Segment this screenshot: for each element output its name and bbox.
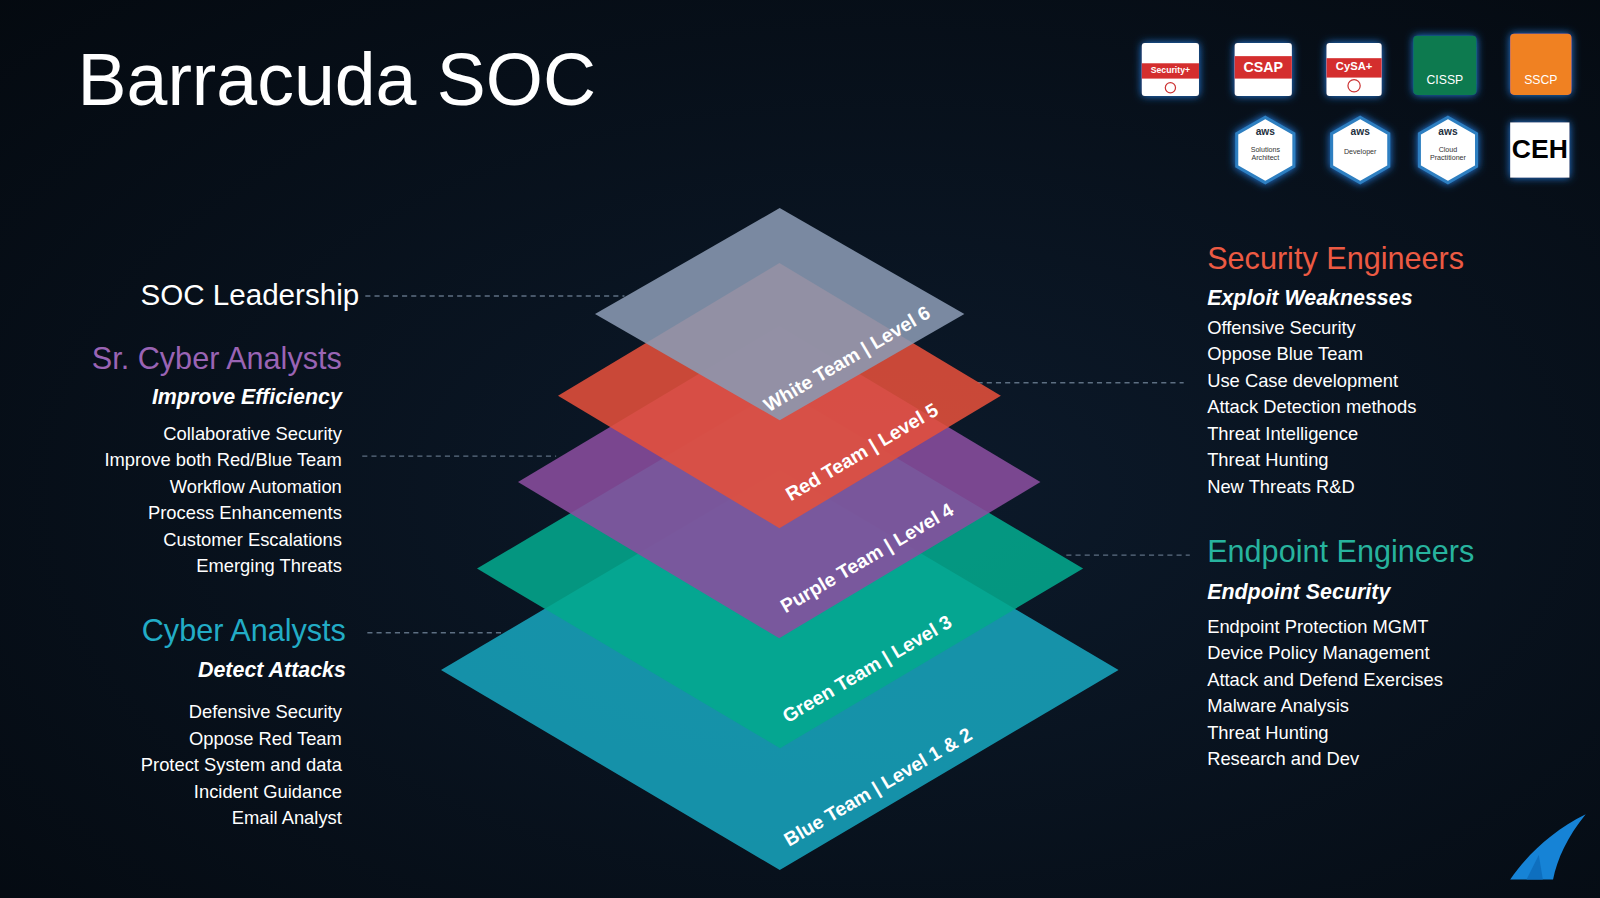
role-text: Protect System and data [141, 755, 342, 776]
role-text: Oppose Red Team [189, 728, 342, 749]
role-text: Research and Dev [1207, 749, 1359, 770]
badge-text: CySA+ [1328, 61, 1381, 73]
role-text: Malware Analysis [1207, 696, 1349, 717]
role-text: Process Enhancements [148, 503, 342, 524]
role-text: Workflow Automation [170, 476, 342, 497]
badge-text: CEH [1511, 136, 1568, 164]
role-text: Endpoint Engineers [1207, 534, 1474, 569]
badge-text: aws [1243, 126, 1288, 137]
role-text: Collaborative Security [163, 423, 342, 444]
badge-text: Developer [1337, 149, 1384, 156]
role-text: Customer Escalations [163, 529, 342, 550]
role-text: Cyber Analysts [142, 613, 346, 648]
role-text: Threat Hunting [1207, 722, 1328, 743]
role-text: Endpoint Security [1207, 580, 1390, 605]
role-text: Endpoint Protection MGMT [1207, 616, 1428, 637]
role-text: Improve both Red/Blue Team [104, 450, 341, 471]
layer-shape [595, 208, 964, 420]
role-text: Attack and Defend Exercises [1207, 669, 1443, 690]
role-text: Detect Attacks [198, 658, 346, 683]
badge-text: CISSP [1414, 73, 1475, 86]
role-text: Threat Intelligence [1207, 423, 1358, 444]
role-text: Sr. Cyber Analysts [92, 342, 342, 377]
role-text: Use Case development [1207, 370, 1398, 391]
role-text: Threat Hunting [1207, 450, 1328, 471]
badge-text: Solutions Architect [1242, 147, 1289, 162]
role-text: SOC Leadership [141, 278, 360, 312]
page-title: Barracuda SOC [78, 37, 596, 121]
badge-text: CSAP [1236, 60, 1291, 75]
role-text: Defensive Security [189, 702, 342, 723]
badge-text: aws [1426, 126, 1471, 137]
barracuda-logo [1510, 814, 1586, 879]
role-text: Incident Guidance [194, 781, 342, 802]
role-text: Oppose Blue Team [1207, 344, 1363, 365]
badge-text: Security+ [1143, 67, 1198, 76]
role-text: Attack Detection methods [1207, 397, 1416, 418]
role-text: New Threats R&D [1207, 476, 1355, 497]
role-text: Security Engineers [1207, 242, 1464, 277]
role-text: Emerging Threats [196, 556, 342, 577]
badge-text: aws [1338, 126, 1383, 137]
team-layer: White Team | Level 6 [595, 208, 964, 420]
certification-badges [1142, 34, 1572, 183]
badge-text: SSCP [1511, 73, 1570, 86]
role-text: Offensive Security [1207, 317, 1356, 338]
role-text: Email Analyst [232, 808, 342, 829]
role-text: Exploit Weaknesses [1207, 286, 1412, 311]
badge-text: Cloud Practitioner [1424, 147, 1471, 162]
role-text: Improve Efficiency [152, 385, 342, 410]
role-text: Device Policy Management [1207, 642, 1429, 663]
